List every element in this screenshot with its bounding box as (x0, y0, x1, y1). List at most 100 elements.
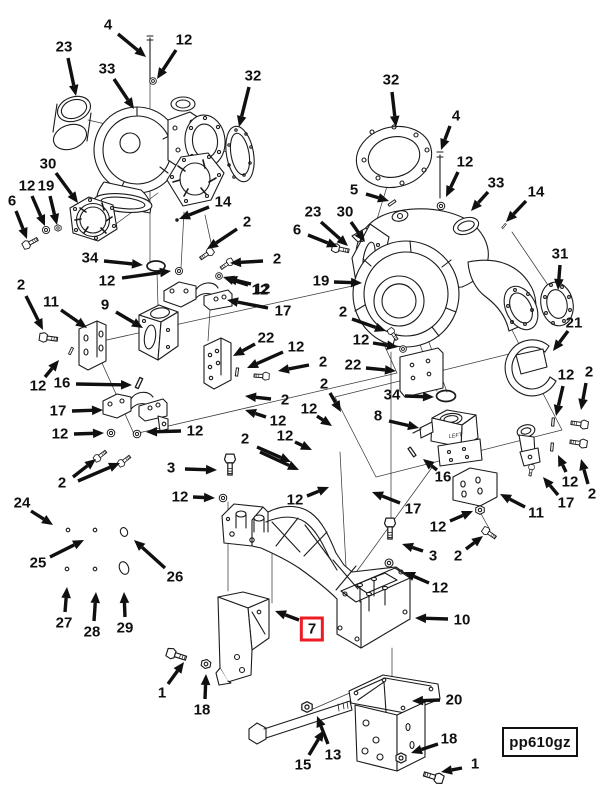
callout-arrowhead (471, 536, 483, 547)
callout-arrow (192, 495, 205, 500)
callout-arrow (71, 408, 93, 413)
callout-arrow (307, 738, 320, 756)
callout-arrow (558, 329, 570, 344)
callout-arrowhead (402, 542, 414, 553)
callout-arrowhead (157, 67, 168, 79)
callout-arrow (121, 270, 161, 280)
part-number-label: pp610gz (502, 727, 578, 757)
callout-arrowhead (331, 400, 341, 412)
callout-arrowhead (49, 213, 60, 225)
callout-arrowhead (146, 426, 158, 437)
callout-arrow (66, 57, 76, 86)
callout-arrowhead (226, 275, 238, 286)
callout-arrowhead (460, 510, 473, 520)
callout-arrow (14, 210, 25, 230)
callout-arrowhead (278, 453, 291, 462)
callout-arrow (259, 450, 290, 467)
callout-arrow (256, 445, 282, 460)
callout-arrowhead (326, 238, 338, 248)
callout-arrowhead (173, 662, 184, 674)
callout-arrowhead (317, 486, 329, 496)
callout-arrowhead (123, 97, 134, 109)
callout-arrow (451, 766, 463, 772)
callout-arrow (240, 259, 264, 265)
callout-arrow (422, 698, 441, 703)
callout-arrow (103, 259, 133, 266)
callout-arrow (112, 78, 130, 101)
callout-arrowhead (75, 317, 87, 328)
callout-arrow (54, 171, 73, 196)
callout-arrowhead (374, 322, 386, 332)
callout-arrow (92, 602, 97, 622)
callout-arrow (203, 684, 208, 700)
callout-arrowhead (553, 404, 564, 416)
turbocharger-right-drawing (330, 124, 590, 452)
callout-arrowhead (316, 716, 326, 728)
callout-arrowhead (411, 744, 423, 755)
callout-arrow (24, 295, 40, 321)
bracket-cluster-right-drawing: LEFT (383, 347, 541, 568)
callout-arrowhead (134, 540, 146, 551)
callout-arrowhead (440, 138, 450, 150)
callout-arrow (449, 513, 464, 523)
callout-arrowhead (506, 210, 518, 222)
callout-arrow (116, 32, 139, 52)
support-frame-drawing (221, 503, 411, 649)
callout-arrowhead (245, 392, 257, 403)
callout-arrow (188, 205, 210, 217)
callout-arrowhead (278, 364, 290, 374)
callout-arrowhead (407, 420, 419, 431)
callout-arrowhead (69, 84, 79, 96)
callout-arrow (351, 317, 377, 329)
angle-bracket-left-drawing (164, 591, 270, 686)
callout-arrowhead (67, 191, 78, 203)
callout-arrowhead (92, 428, 104, 439)
callout-arrow (184, 467, 207, 472)
callout-arrowhead (275, 610, 287, 620)
callout-arrow (464, 541, 476, 551)
callout-arrow (71, 464, 89, 479)
callout-arrow (388, 419, 409, 428)
callout-arrow (237, 300, 269, 310)
callout-arrowhead (36, 213, 46, 226)
callout-arrow (75, 382, 122, 387)
callout-arrowhead (245, 408, 257, 419)
callout-arrow (236, 278, 252, 286)
callout-arrow (477, 190, 490, 204)
callout-arrow (240, 86, 251, 117)
callout-arrow (241, 342, 256, 353)
callout-arrowhead (446, 185, 456, 197)
callout-arrow (30, 195, 43, 217)
callout-arrow (294, 440, 303, 447)
callout-arrow (288, 363, 310, 371)
callout-arrow (319, 220, 341, 240)
callout-arrow (60, 308, 79, 324)
bracket-20-drawing (248, 674, 446, 786)
callout-arrow (254, 411, 267, 419)
callout-arrowhead (90, 592, 101, 604)
callout-arrowhead (205, 464, 217, 475)
callout-arrow (548, 484, 560, 497)
callout-arrow (73, 431, 94, 436)
callout-arrow (333, 280, 352, 285)
callout-arrowhead (134, 46, 146, 57)
callout-arrow (141, 546, 167, 570)
callout-arrowhead (578, 398, 588, 410)
callout-arrow (556, 385, 565, 406)
callout-arrow (561, 464, 568, 473)
callout-arrowhead (415, 613, 427, 624)
callout-arrowhead (553, 339, 564, 351)
callout-arrow (43, 367, 54, 379)
callout-arrowhead (84, 459, 96, 470)
callout-arrowhead (159, 267, 171, 278)
callout-arrowhead (554, 278, 564, 290)
callout-arrowhead (107, 462, 120, 472)
callout-arrow (77, 465, 111, 483)
callout-arrow (156, 429, 182, 434)
callout-arrowhead (372, 491, 384, 501)
callout-arrow (49, 543, 75, 559)
callout-arrow (390, 91, 397, 117)
callout-arrowhead (314, 730, 324, 742)
